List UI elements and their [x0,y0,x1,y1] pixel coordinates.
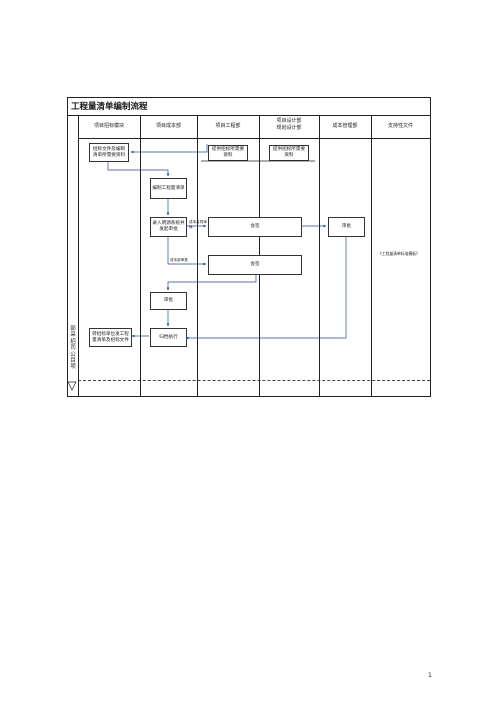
box-engineering-materials: 提供招标所需要资料 [208,145,248,161]
column-header-cost-management: 成本管理部 [332,123,358,129]
lane-label: 部采招司公目项 [69,326,77,371]
column-header-support-docs: 支持性文件 [387,123,413,129]
arrow-materials-to-bidding [130,144,208,154]
box-countersign-1: 会签 [208,217,302,237]
label-cost-contract-review: 成本合同审核 [189,220,207,229]
lane-label-char: 目 [70,358,76,365]
support-doc-note: 《工程量清单标准模板》 [378,251,420,256]
column-header-cost: 项目成本部 [155,123,181,129]
bottom-dashed-divider [78,380,430,381]
column-divider-1 [140,115,141,397]
column-header-design: 项目设计部 规划设计部 [259,118,319,132]
box-countersign-2: 会签 [208,255,302,275]
arrow-cost-mgmt-to-archive [185,236,347,340]
column-divider-4 [319,115,320,397]
lane-corner-mark [67,381,77,391]
box-issue-to-bidders: 转招标单位发工程量清单及招标文件 [89,328,132,347]
swimlane-flowchart: 工程量清单编制流程 项目招标模块 项目成本部 项目工程部 项目设计部 规划设计部… [67,97,431,397]
arrow-bidding-to-compile [107,161,170,177]
column-header-design-text: 项目设计部 规划设计部 [276,118,302,131]
column-divider-2 [197,115,198,397]
header-divider [78,138,430,139]
arrow-system-to-countersign-2 [167,236,207,266]
chart-title: 工程量清单编制流程 [71,102,148,112]
lane-label-divider [78,115,79,397]
arrow-countersign-to-cost-approval [166,274,257,291]
column-divider-5 [371,115,372,397]
lane-label-char: 采 [70,332,76,339]
lane-label-char: 部 [70,326,76,332]
label-cost-dept-approval: 成本部审批 [170,258,188,262]
lane-label-char: 招 [70,338,76,345]
column-header-bidding: 项目招标模块 [93,123,124,129]
lane-label-char: 公 [70,351,76,358]
box-enter-system: 录入明源系统并发起审批 [150,217,187,237]
box-compile-bill: 编制工程量清单 [150,178,187,199]
lane-label-char: 项 [70,364,76,371]
page-number: 1 [428,672,432,679]
column-header-engineering: 项目工程部 [215,123,241,129]
box-bidding-documents: 招标文件及编制清单所需要资料 [89,143,129,162]
box-approval-cost: 审批 [150,292,187,310]
title-divider [68,115,430,116]
box-design-materials: 提供招标所需要资料 [269,145,309,161]
lane-label-char: 司 [70,345,76,352]
box-approval-cost-mgmt: 审批 [328,217,365,237]
